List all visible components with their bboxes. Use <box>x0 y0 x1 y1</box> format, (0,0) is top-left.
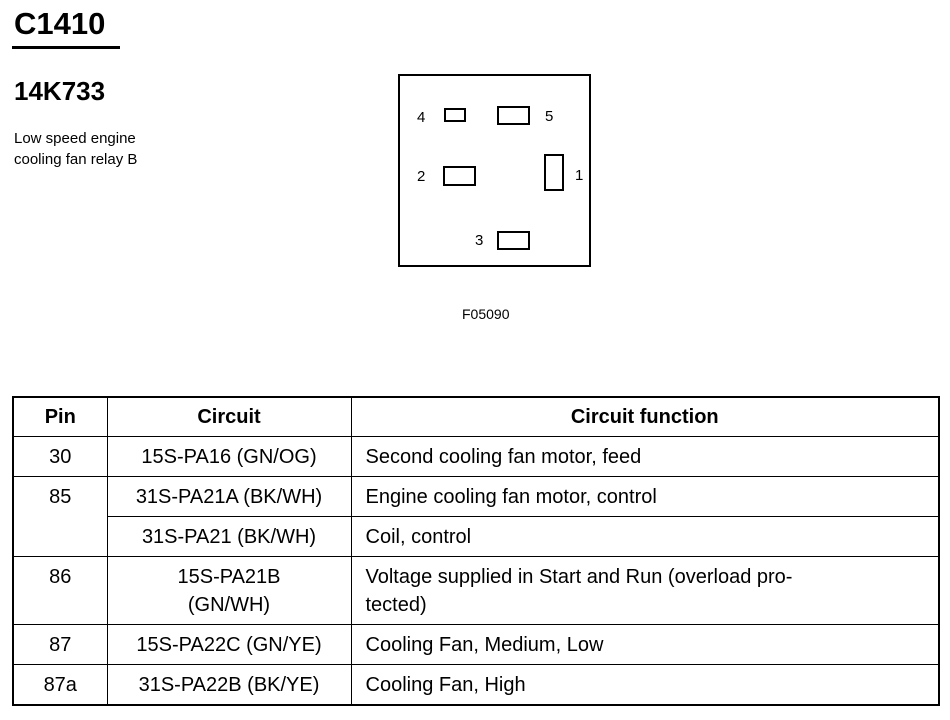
pin-2-terminal <box>443 166 476 186</box>
pin-cell: 87a <box>12 664 108 706</box>
circuit-cell: 31S-PA21A (BK/WH) <box>106 476 352 517</box>
circuit-cell: 31S-PA22B (BK/YE) <box>106 664 352 706</box>
function-cell: Cooling Fan, Medium, Low <box>350 624 940 665</box>
pin-3-terminal <box>497 231 530 250</box>
connector-code-title: C1410 <box>14 6 106 41</box>
pin-2-label: 2 <box>417 168 426 185</box>
pin-5-label: 5 <box>545 108 554 125</box>
pin-cell: 87 <box>12 624 108 665</box>
title-underline <box>12 46 120 49</box>
pin-5-terminal <box>497 106 530 125</box>
circuit-cell: 15S-PA16 (GN/OG) <box>106 436 352 477</box>
part-number: 14K733 <box>14 76 106 106</box>
function-cell: Voltage supplied in Start and Run (overl… <box>350 556 940 625</box>
table-header-row: Pin Circuit Circuit function <box>12 396 940 437</box>
header-pin: Pin <box>12 396 108 437</box>
pin-circuit-table: Pin Circuit Circuit function 30 15S-PA16… <box>12 396 940 706</box>
figure-id: F05090 <box>462 306 510 322</box>
table-row: 87 15S-PA22C (GN/YE) Cooling Fan, Medium… <box>12 624 940 665</box>
function-cell: Cooling Fan, High <box>350 664 940 706</box>
pin-4-label: 4 <box>417 109 426 126</box>
function-cell: Second cooling fan motor, feed <box>350 436 940 477</box>
circuit-cell: 15S-PA22C (GN/YE) <box>106 624 352 665</box>
table-row: 85 31S-PA21A (BK/WH) Engine cooling fan … <box>12 476 940 557</box>
pin-1-label: 1 <box>575 167 584 184</box>
table-row: 87a 31S-PA22B (BK/YE) Cooling Fan, High <box>12 664 940 706</box>
pin-cell: 86 <box>12 556 108 625</box>
table-row: 30 15S-PA16 (GN/OG) Second cooling fan m… <box>12 436 940 477</box>
pin-3-label: 3 <box>475 232 484 249</box>
pin-4-terminal <box>444 108 466 122</box>
header-circuit-function: Circuit function <box>350 396 940 437</box>
header-circuit: Circuit <box>106 396 352 437</box>
circuit-line-2: (GN/WH) <box>187 594 271 616</box>
function-cell: Coil, control <box>350 516 940 557</box>
table-row: 86 15S-PA21B (GN/WH) Voltage supplied in… <box>12 556 940 625</box>
circuit-cell: 15S-PA21B (GN/WH) <box>106 556 352 625</box>
pin-cell: 30 <box>12 436 108 477</box>
connector-face-diagram: 4 5 2 1 3 <box>398 74 591 267</box>
function-cell: Engine cooling fan motor, control <box>350 476 940 517</box>
table-row: 31S-PA21 (BK/WH) Coil, control <box>13 516 940 557</box>
pin-1-terminal <box>544 154 564 191</box>
function-line-2: tected) <box>365 594 427 616</box>
description-line-1: Low speed engine <box>14 130 136 147</box>
circuit-cell: 31S-PA21 (BK/WH) <box>106 516 352 557</box>
pin-cell: 85 <box>12 476 108 557</box>
description-line-2: cooling fan relay B <box>14 151 138 168</box>
component-description: Low speed engine cooling fan relay B <box>14 128 137 170</box>
circuit-line-1: 15S-PA21B <box>177 566 281 588</box>
function-line-1: Voltage supplied in Start and Run (overl… <box>365 566 793 588</box>
